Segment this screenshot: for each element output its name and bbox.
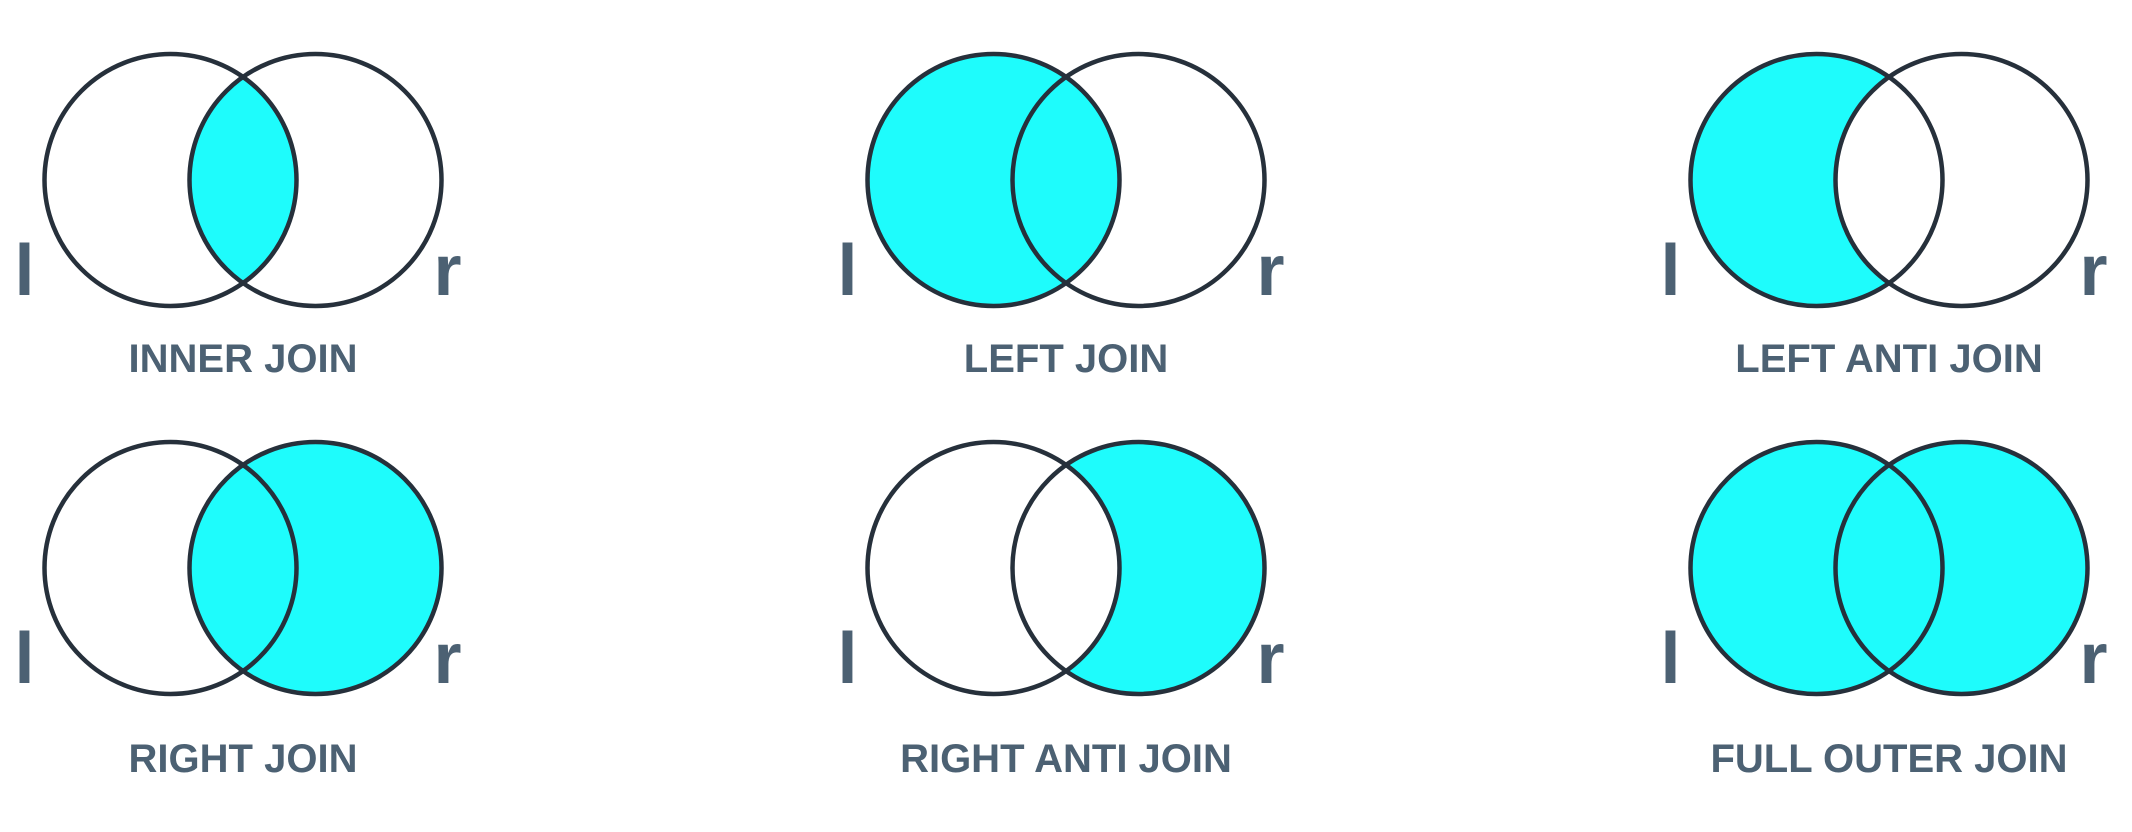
intersection-region: [1835, 442, 1943, 694]
full-outer-join-label: FULL OUTER JOIN: [1710, 737, 2067, 781]
intersection-region: [189, 442, 297, 694]
right-anti-join-label: RIGHT ANTI JOIN: [900, 737, 1232, 781]
right-set-label: r: [434, 231, 462, 311]
right-set-circle: [1010, 439, 1267, 697]
left-set-label: l: [1660, 619, 1680, 699]
right-set-circle: [1833, 439, 2090, 697]
right-only-region: [1012, 442, 1265, 694]
right-set-circle: [187, 439, 444, 697]
left-set-label: l: [14, 231, 34, 311]
right-set-circle: [1010, 51, 1267, 309]
left-anti-join-label: LEFT ANTI JOIN: [1735, 337, 2042, 381]
inner-join-label: INNER JOIN: [129, 337, 358, 381]
left-set-label: l: [837, 619, 857, 699]
intersection-region: [189, 54, 297, 306]
right-set-circle: [187, 51, 444, 309]
intersection-region: [1012, 54, 1120, 306]
left-only-region: [1690, 54, 1943, 306]
left-set-label: l: [14, 619, 34, 699]
left-set-circle: [42, 51, 299, 309]
left-set-circle: [1688, 51, 1945, 309]
right-set-label: r: [1257, 231, 1285, 311]
left-set-circle: [865, 51, 1122, 309]
left-set-circle: [1688, 439, 1945, 697]
right-join-label: RIGHT JOIN: [129, 737, 358, 781]
right-set-label: r: [434, 619, 462, 699]
right-set-label: r: [2080, 231, 2108, 311]
right-set-label: r: [2080, 619, 2108, 699]
right-set-circle: [1833, 51, 2090, 309]
left-set-circle: [865, 439, 1122, 697]
left-set-label: l: [837, 231, 857, 311]
left-join-label: LEFT JOIN: [964, 337, 1168, 381]
left-set-circle: [42, 439, 299, 697]
left-set-label: l: [1660, 231, 1680, 311]
right-set-label: r: [1257, 619, 1285, 699]
